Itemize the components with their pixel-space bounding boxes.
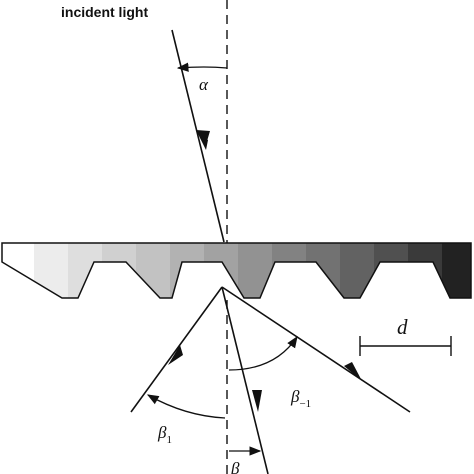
incident-ray-arrow: [196, 130, 210, 150]
beta1-label: β1: [157, 423, 172, 446]
incident-ray: [171, 29, 225, 243]
beta1-arc: [146, 394, 226, 419]
period-d-marker: [359, 336, 452, 356]
ray-order-1: [130, 286, 223, 413]
ray-order-0-arrow: [252, 390, 262, 412]
alpha-label: α: [199, 75, 209, 94]
beta-minus1-label: β−1: [290, 387, 311, 410]
incident-light-label: incident light: [61, 4, 148, 20]
period-d-label: d: [397, 315, 408, 339]
grating-shading: [2, 243, 471, 298]
grating-outline: [1, 242, 472, 299]
ray-order-minus1-arrow: [344, 362, 362, 381]
alpha-arc: [176, 62, 228, 72]
grating-body: [1, 242, 472, 299]
diffracted-rays: [130, 286, 411, 474]
beta-minus1-arc: [228, 336, 298, 371]
ray-order-0: [221, 286, 269, 474]
ray-order-minus1: [221, 286, 411, 413]
beta0-label: β: [230, 459, 240, 474]
ray-order-1-arrow: [168, 345, 183, 365]
